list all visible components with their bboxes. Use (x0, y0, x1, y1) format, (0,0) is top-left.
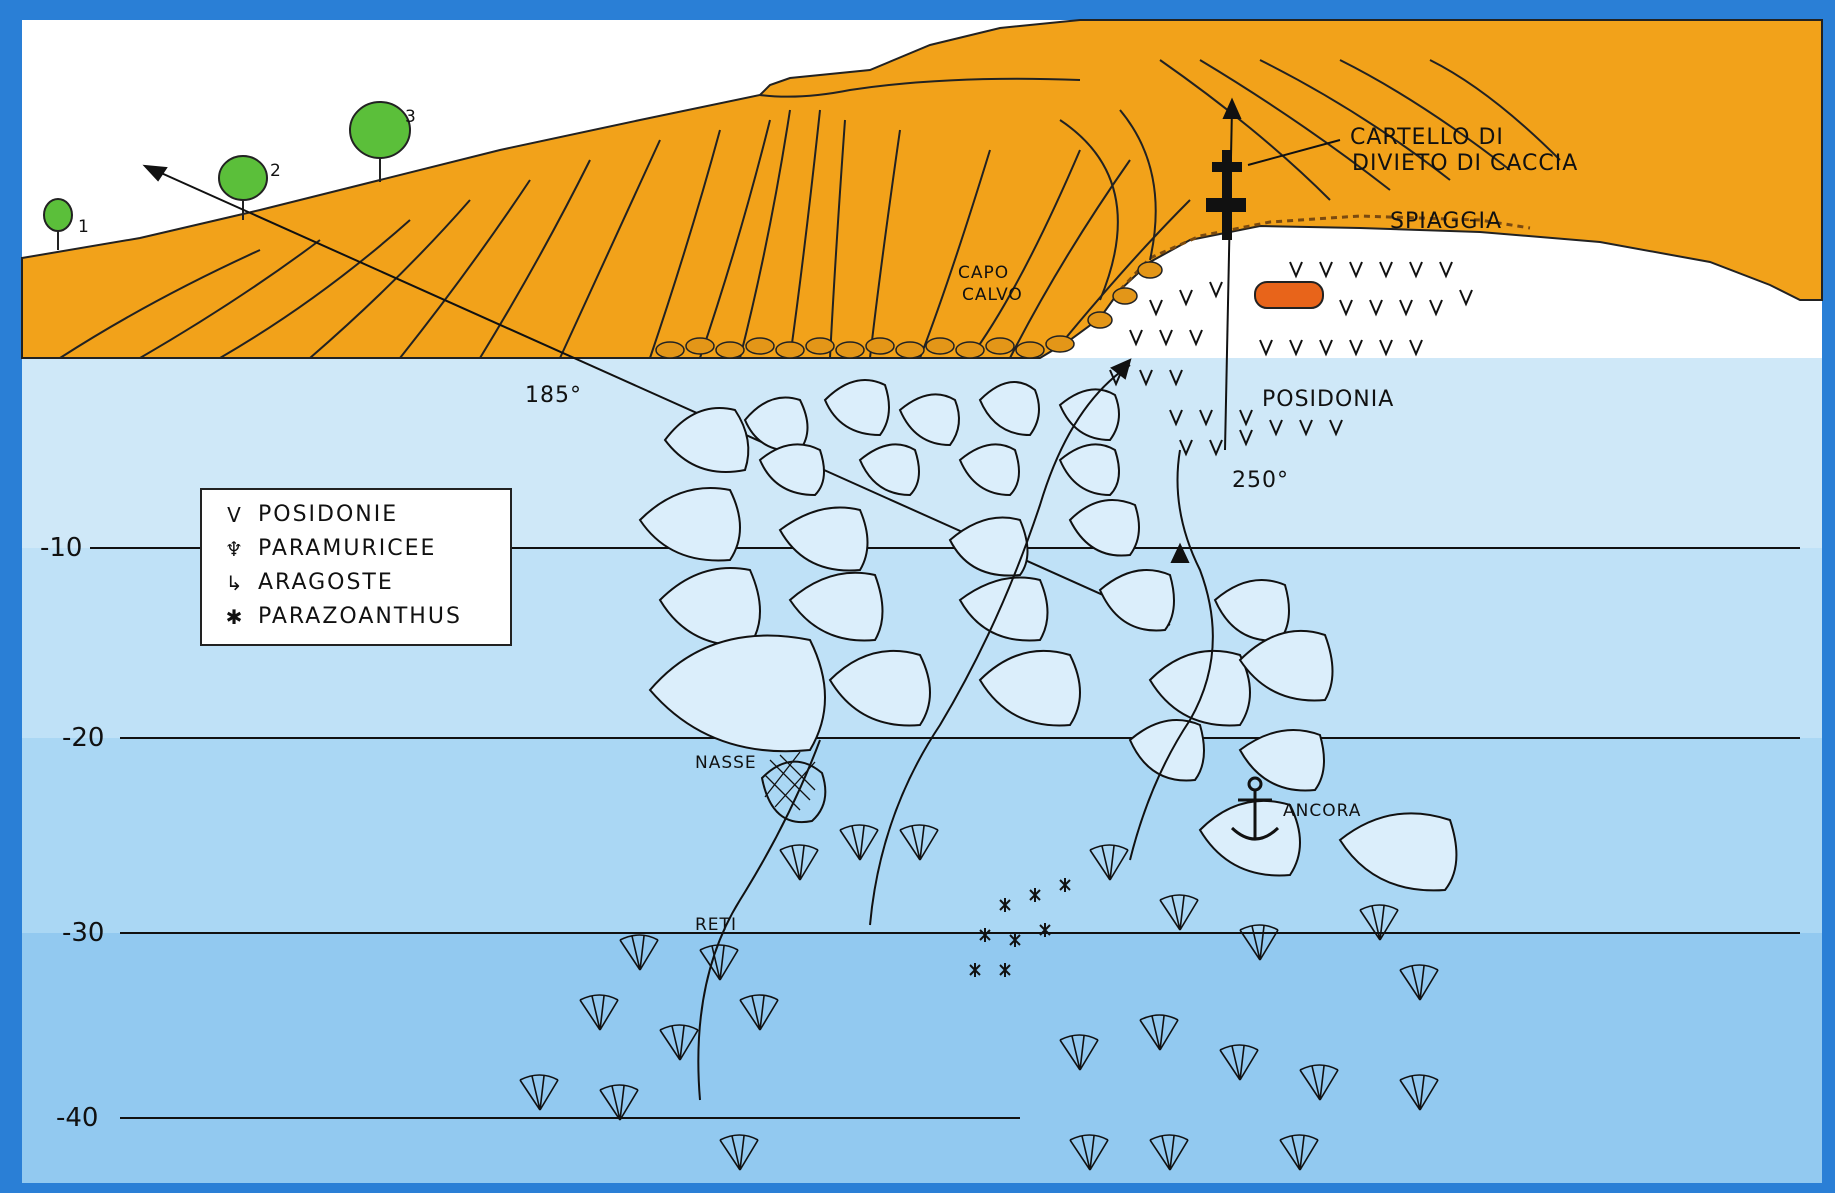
tree-3-label: 3 (405, 107, 417, 127)
fan-coral-icon: ♆ (218, 537, 252, 561)
boat (1255, 282, 1323, 308)
posidonia-icon: V (218, 503, 252, 527)
cape-label-line2: CALVO (962, 285, 1023, 305)
tree-2-label: 2 (270, 161, 282, 181)
legend-item-aragoste: ↳ ARAGOSTE (218, 570, 394, 595)
asterisk-icon: ✱ (218, 605, 252, 629)
lobster-icon: ↳ (218, 571, 252, 595)
ancora-label: ANCORA (1283, 801, 1361, 821)
nasse-label: NASSE (695, 753, 757, 773)
legend-item-posidonie: V POSIDONIE (218, 502, 398, 527)
legend-label: PARAZOANTHUS (258, 604, 462, 629)
bearing-250: 250° (1232, 468, 1289, 493)
sign-label-line1: CARTELLO DI (1350, 125, 1504, 150)
water-20-30 (22, 738, 1822, 933)
legend-item-paramuricee: ♆ PARAMURICEE (218, 536, 436, 561)
bearing-185: 185° (525, 383, 582, 408)
posidonia-label: POSIDONIA (1262, 387, 1394, 412)
depth-label-10: -10 (40, 533, 82, 563)
legend-label: ARAGOSTE (258, 570, 394, 595)
water-30-40 (22, 933, 1822, 1183)
beach-label: SPIAGGIA (1390, 209, 1502, 234)
sign-label-line2: DIVIETO DI CACCIA (1352, 151, 1578, 176)
tree-1-label: 1 (78, 217, 90, 237)
legend-item-parazoanthus: ✱ PARAZOANTHUS (218, 604, 462, 629)
legend: V POSIDONIE ♆ PARAMURICEE ↳ ARAGOSTE ✱ P… (200, 488, 512, 646)
depth-label-40: -40 (56, 1103, 98, 1133)
legend-label: PARAMURICEE (258, 536, 436, 561)
depth-label-20: -20 (62, 723, 104, 753)
legend-label: POSIDONIE (258, 502, 398, 527)
cape-label-line1: CAPO (958, 263, 1009, 283)
depth-label-30: -30 (62, 918, 104, 948)
